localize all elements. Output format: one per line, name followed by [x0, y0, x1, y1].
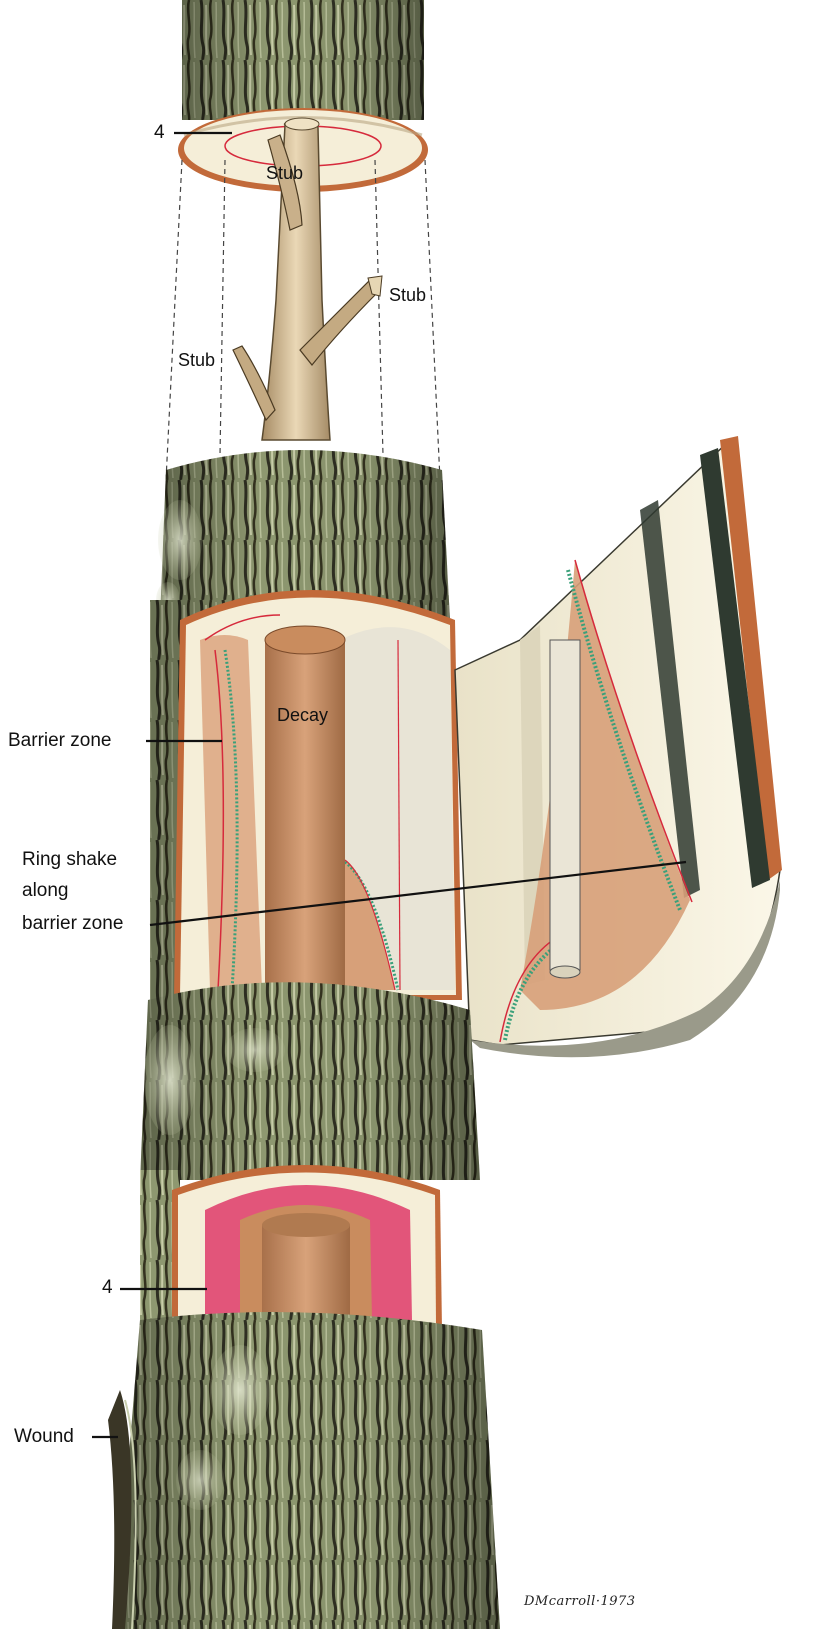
- lower-trunk-bark: [140, 982, 480, 1180]
- label-barrier-zone: Barrier zone: [8, 730, 112, 752]
- label-ring-shake-line2: along: [22, 880, 69, 902]
- label-stub-left: Stub: [178, 349, 215, 371]
- lower-cutaway: [140, 1165, 442, 1330]
- label-ring-shake-line3: barrier zone: [22, 913, 123, 935]
- label-ring-shake-line1: Ring shake: [22, 849, 117, 871]
- label-bottom-ring-4: 4: [102, 1277, 113, 1299]
- label-stub-right: Stub: [389, 284, 426, 306]
- label-top-ring-4: 4: [154, 122, 165, 144]
- label-wound: Wound: [14, 1426, 74, 1448]
- extracted-wedge: [455, 436, 782, 1057]
- bottom-trunk-bark: [108, 1312, 500, 1629]
- middle-cutaway: [150, 590, 462, 1020]
- label-decay: Decay: [277, 704, 328, 726]
- artist-signature: DMcarroll·1973: [524, 1594, 636, 1609]
- label-stub-top: Stub: [266, 162, 303, 184]
